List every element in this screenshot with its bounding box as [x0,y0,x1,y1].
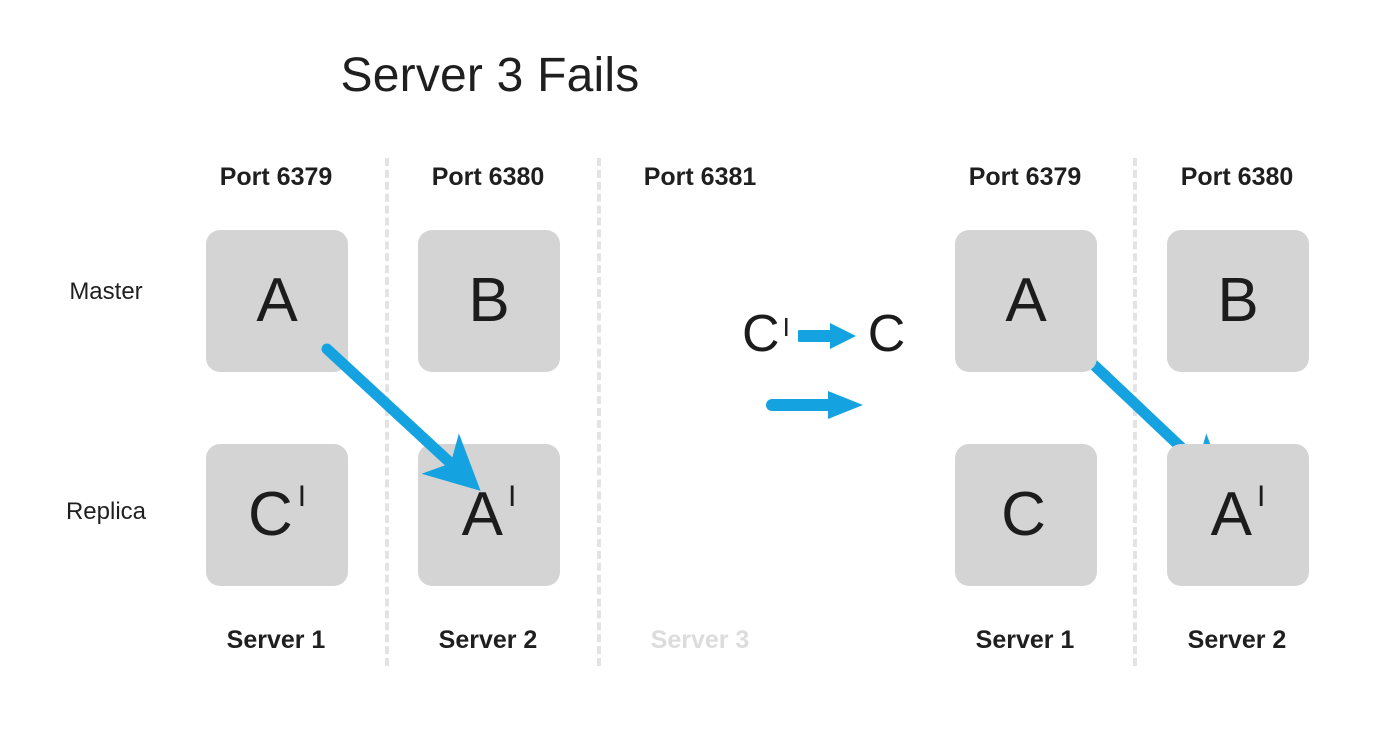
node-prime-mark: I [508,480,517,513]
node-glyph: A [955,230,1097,372]
node-glyph: A [206,230,348,372]
node-glyph: B [1167,230,1309,372]
port-label-right-2: Port 6380 [1180,163,1294,191]
center-flow-arrow-icon [766,391,863,419]
node-letter: B [1217,266,1259,335]
node-letter: A [1210,480,1252,549]
node-left-master-2[interactable]: B [418,230,560,372]
port-label-left-1: Port 6379 [219,163,333,191]
right-arrow-icon [793,308,860,360]
node-letter: C [247,480,293,549]
node-right-master-2[interactable]: B [1167,230,1309,372]
server-label-right-2: Server 2 [1187,626,1287,654]
transition-from-letter: C [742,305,780,363]
divider-right-1 [1133,158,1137,666]
node-left-master-1[interactable]: A [206,230,348,372]
node-letter: A [461,480,503,549]
divider-left-2 [597,158,601,666]
node-glyph: C [955,444,1097,586]
server-label-right-1: Server 1 [975,626,1075,654]
node-letter: C [1001,480,1046,549]
node-glyph: B [418,230,560,372]
divider-left-1 [385,158,389,666]
row-label-master: Master [69,278,143,305]
node-right-replica-1[interactable]: C [955,444,1097,586]
row-label-replica: Replica [65,498,147,525]
port-label-left-2: Port 6380 [431,163,545,191]
transition-to-letter: C [867,305,906,363]
node-prime-mark: I [1257,480,1266,513]
node-right-master-1[interactable]: A [955,230,1097,372]
transition-from-prime: I [782,312,790,342]
node-letter: A [256,266,298,335]
node-letter: A [1005,266,1047,335]
node-prime-mark: I [297,480,307,513]
server-label-left-2: Server 2 [438,626,538,654]
page-title: Server 3 Fails [340,49,640,102]
node-letter: B [468,266,510,335]
port-label-left-3: Port 6381 [643,163,757,191]
server-label-left-1: Server 1 [226,626,326,654]
server-label-left-3: Server 3 [650,626,750,654]
port-label-right-1: Port 6379 [968,163,1082,191]
